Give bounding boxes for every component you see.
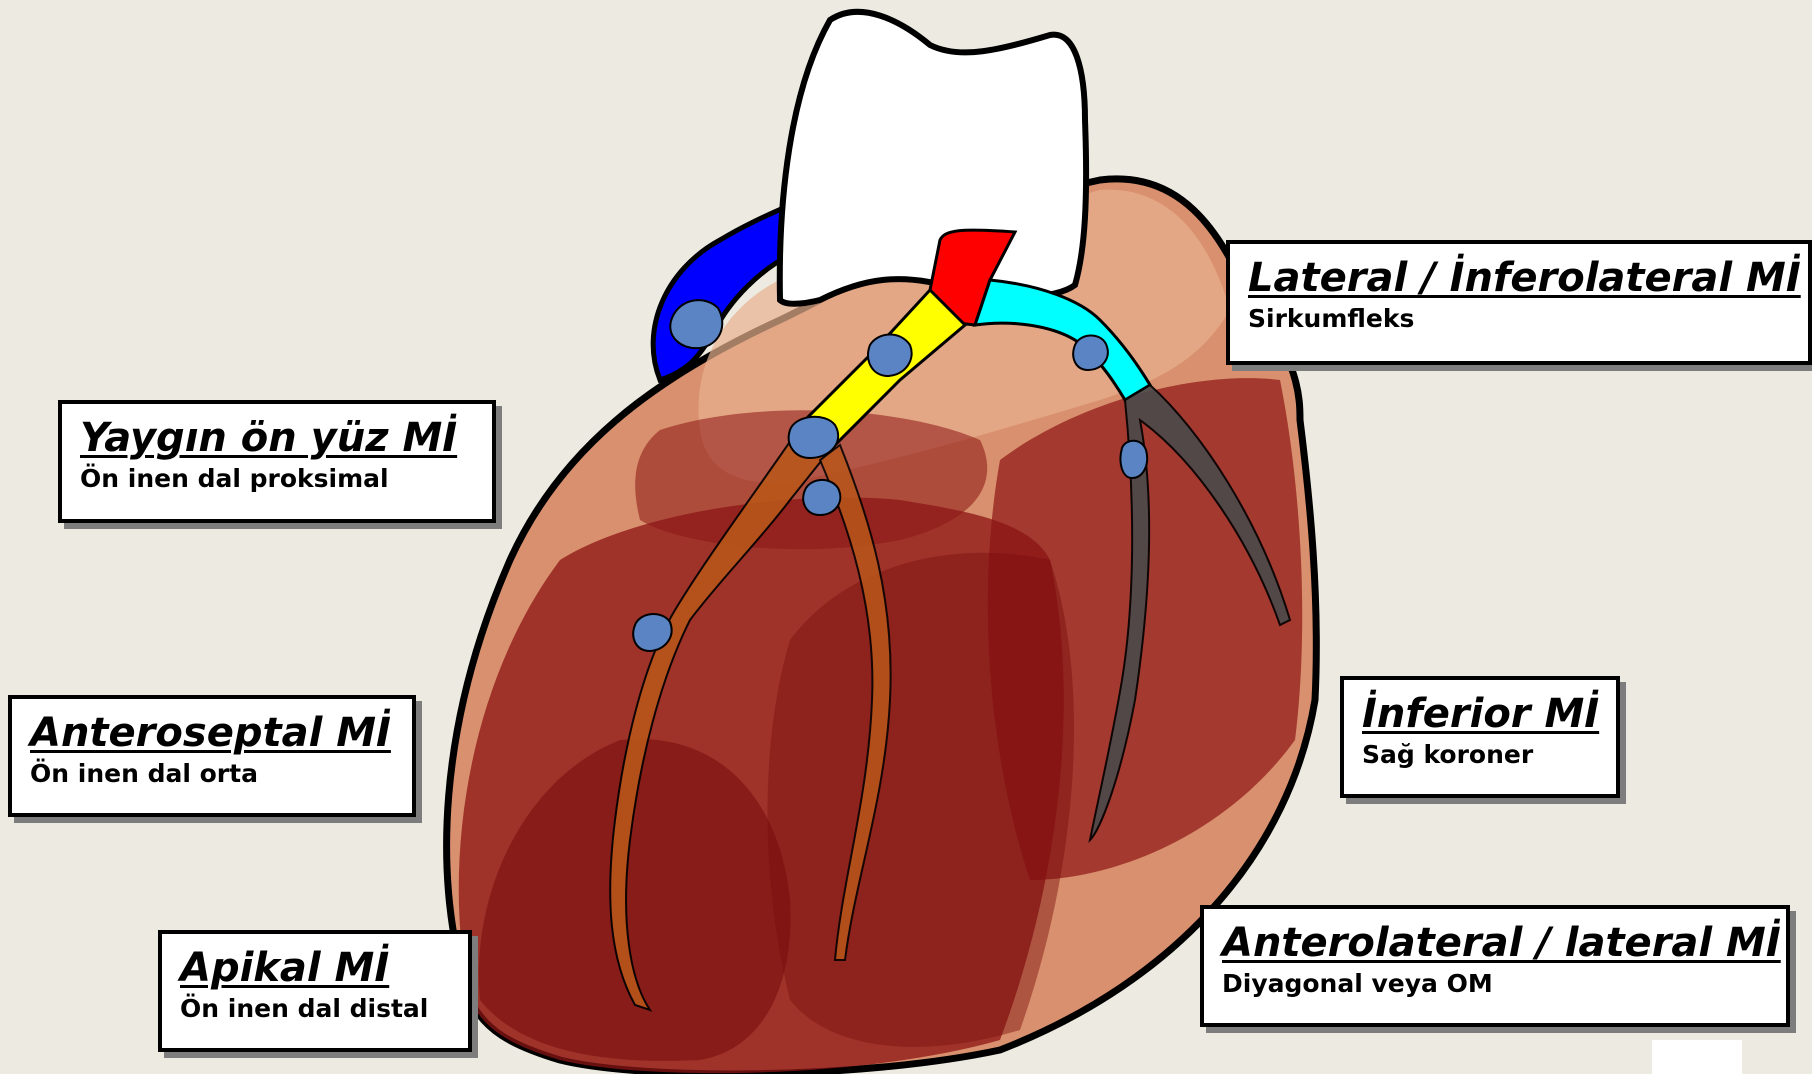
- label-anteroseptal: Anteroseptal Mİ Ön inen dal orta: [8, 695, 416, 817]
- ventricle-shade-inferior: [768, 553, 1075, 1047]
- label-title: Yaygın ön yüz Mİ: [80, 414, 474, 462]
- label-lateral-inferolateral: Lateral / İnferolateral Mİ Sirkumfleks: [1226, 240, 1812, 365]
- label-subtitle: Ön inen dal distal: [180, 992, 450, 1026]
- label-title: Apikal Mİ: [180, 944, 450, 992]
- label-subtitle: Sağ koroner: [1362, 738, 1598, 772]
- label-subtitle: Ön inen dal orta: [30, 757, 394, 791]
- occlusion-marker-marginal: [1120, 441, 1147, 478]
- occlusion-marker-circumflex: [1073, 335, 1108, 370]
- aorta: [780, 12, 1086, 304]
- label-inferior: İnferior Mİ Sağ koroner: [1340, 676, 1620, 798]
- label-subtitle: Diyagonal veya OM: [1222, 967, 1768, 1001]
- occlusion-marker-diagonal: [803, 480, 840, 515]
- label-apikal: Apikal Mİ Ön inen dal distal: [158, 930, 472, 1052]
- occlusion-marker-lad-1: [868, 334, 912, 376]
- label-anterolateral: Anterolateral / lateral Mİ Diyagonal vey…: [1200, 905, 1790, 1027]
- label-yaygin-on-yuz: Yaygın ön yüz Mİ Ön inen dal proksimal: [58, 400, 496, 523]
- label-subtitle: Sirkumfleks: [1248, 302, 1790, 336]
- occlusion-marker-vein: [670, 300, 722, 348]
- label-title: Anterolateral / lateral Mİ: [1222, 919, 1768, 967]
- label-title: Lateral / İnferolateral Mİ: [1248, 254, 1790, 302]
- label-title: İnferior Mİ: [1362, 690, 1598, 738]
- label-title: Anteroseptal Mİ: [30, 709, 394, 757]
- occlusion-marker-lad-2: [789, 417, 838, 458]
- label-subtitle: Ön inen dal proksimal: [80, 462, 474, 496]
- corner-patch: [1652, 1040, 1742, 1074]
